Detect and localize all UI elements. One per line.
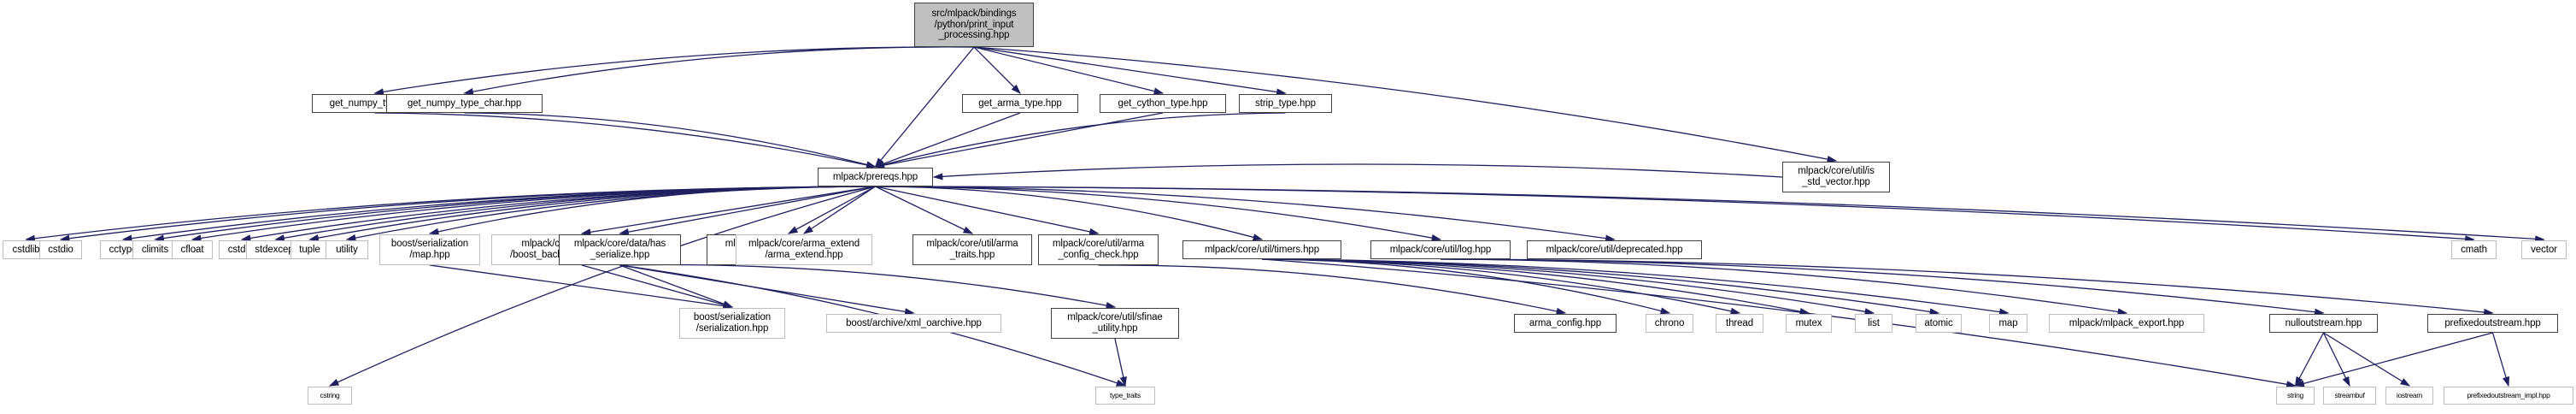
graph-edge — [463, 46, 975, 96]
graph-edge — [25, 186, 876, 242]
graph-edge — [874, 46, 975, 169]
graph-edge — [428, 186, 876, 235]
graph-node-prefixed[interactable]: prefixedoutstream.hpp — [2427, 314, 2558, 333]
graph-edge — [1098, 264, 1567, 315]
graph-edge — [932, 163, 1783, 180]
graph-node-vector[interactable]: vector — [2521, 240, 2567, 259]
graph-edge — [875, 186, 1616, 242]
graph-node-cstring[interactable]: cstring — [308, 387, 352, 405]
graph-node-arma[interactable]: get_arma_type.hpp — [962, 94, 1078, 113]
graph-edge — [973, 46, 1165, 95]
graph-node-cstdlib[interactable]: cstdlib — [3, 240, 50, 259]
graph-edge — [2294, 332, 2325, 387]
graph-node-armaconfchk[interactable]: mlpack/core/util/arma _config_check.hpp — [1038, 234, 1159, 265]
graph-edge — [1261, 258, 1940, 316]
graph-node-sfinae[interactable]: mlpack/core/util/sfinae _utility.hpp — [1051, 308, 1179, 339]
graph-edge — [1440, 258, 2494, 316]
graph-edge — [121, 186, 876, 242]
graph-node-cmath[interactable]: cmath — [2451, 240, 2497, 259]
graph-edge — [619, 263, 1117, 310]
graph-node-bsmap[interactable]: boost/serialization /map.hpp — [379, 234, 480, 265]
graph-node-iostream[interactable]: iostream — [2385, 387, 2433, 405]
graph-node-isstdvector[interactable]: mlpack/core/util/is _std_vector.hpp — [1782, 162, 1890, 192]
graph-edge — [274, 186, 876, 242]
graph-node-armaconfig[interactable]: arma_config.hpp — [1514, 314, 1617, 333]
graph-edge — [2491, 332, 2510, 387]
graph-edge — [874, 112, 1164, 169]
graph-node-xmloarchive[interactable]: boost/archive/xml_oarchive.hpp — [826, 314, 1001, 333]
graph-edge — [875, 186, 974, 234]
graph-node-bsser[interactable]: boost/serialization /serialization.hpp — [679, 308, 785, 339]
graph-edge — [308, 186, 876, 242]
graph-edge — [1261, 258, 1741, 315]
graph-node-cfloat[interactable]: cfloat — [172, 240, 213, 259]
graph-edge — [875, 186, 2475, 243]
graph-node-mlpackexp[interactable]: mlpack/mlpack_export.hpp — [2049, 314, 2204, 333]
graph-edge — [973, 46, 1021, 94]
graph-node-nullout[interactable]: nulloutstream.hpp — [2269, 314, 2378, 333]
graph-node-deprecated[interactable]: mlpack/core/util/deprecated.hpp — [1527, 240, 1702, 259]
graph-node-tuple[interactable]: tuple — [290, 240, 329, 259]
graph-edge — [1440, 258, 2128, 316]
graph-edge — [874, 112, 1021, 168]
graph-edge — [802, 186, 876, 234]
graph-edge — [429, 264, 734, 310]
graph-edge — [581, 264, 734, 309]
graph-node-list[interactable]: list — [1855, 314, 1892, 333]
graph-edge — [464, 112, 877, 169]
graph-edge — [619, 264, 734, 308]
graph-node-atomic[interactable]: atomic — [1916, 314, 1962, 333]
graph-edge — [240, 186, 876, 242]
graph-edge — [191, 186, 876, 242]
graph-edge — [580, 186, 876, 236]
graph-edge — [2294, 332, 2493, 387]
graph-node-root: src/mlpack/bindings /python/print_input … — [914, 3, 1034, 47]
graph-edge — [875, 186, 1100, 235]
graph-node-typetraits[interactable]: type_traits — [1095, 387, 1155, 405]
graph-node-streambuf[interactable]: streambuf — [2323, 387, 2376, 405]
graph-edge — [374, 112, 877, 169]
graph-node-utility[interactable]: utility — [326, 240, 368, 259]
graph-edge — [1261, 258, 1875, 316]
graph-edge — [154, 186, 876, 242]
graph-node-armaextend[interactable]: mlpack/core/arma_extend /arma_extend.hpp — [736, 234, 872, 265]
graph-node-numpychar[interactable]: get_numpy_type_char.hpp — [386, 94, 543, 113]
graph-edge — [875, 186, 2545, 243]
graph-node-prereqs[interactable]: mlpack/prereqs.hpp — [818, 168, 933, 186]
graph-node-map[interactable]: map — [1989, 314, 2027, 333]
graph-edge — [1440, 258, 2325, 316]
graph-edge — [875, 186, 1264, 241]
graph-edge — [619, 264, 915, 316]
graph-edge — [874, 112, 1286, 169]
graph-edge — [619, 186, 876, 236]
graph-edge — [1261, 258, 1810, 316]
graph-edge — [1261, 258, 1671, 315]
graph-node-thread[interactable]: thread — [1716, 314, 1763, 333]
graph-node-log[interactable]: mlpack/core/util/log.hpp — [1370, 240, 1511, 259]
graph-edge — [1261, 258, 2010, 316]
graph-node-prefiximpl[interactable]: prefixedoutstream_impl.hpp — [2444, 387, 2573, 405]
graph-edge — [328, 186, 876, 387]
graph-edge — [373, 46, 975, 96]
graph-node-timers[interactable]: mlpack/core/util/timers.hpp — [1182, 240, 1341, 259]
graph-edge — [2322, 332, 2350, 387]
graph-edge — [875, 186, 1442, 242]
graph-node-hasser[interactable]: mlpack/core/data/has _serialize.hpp — [559, 234, 681, 265]
graph-node-cython[interactable]: get_cython_type.hpp — [1100, 94, 1226, 113]
graph-edge — [973, 46, 1287, 96]
graph-edge — [59, 186, 876, 242]
graph-edge — [2323, 332, 2411, 387]
graph-node-armatraits[interactable]: mlpack/core/util/arma _traits.hpp — [912, 234, 1032, 265]
graph-edge — [787, 186, 876, 234]
graph-node-strip[interactable]: strip_type.hpp — [1239, 94, 1332, 113]
graph-edge — [1114, 338, 1127, 387]
graph-edge — [345, 186, 876, 242]
graph-node-cstdio[interactable]: cstdio — [39, 240, 82, 259]
graph-node-chrono[interactable]: chrono — [1646, 314, 1693, 333]
graph-node-mutex[interactable]: mutex — [1786, 314, 1832, 333]
graph-node-string[interactable]: string — [2276, 387, 2315, 405]
